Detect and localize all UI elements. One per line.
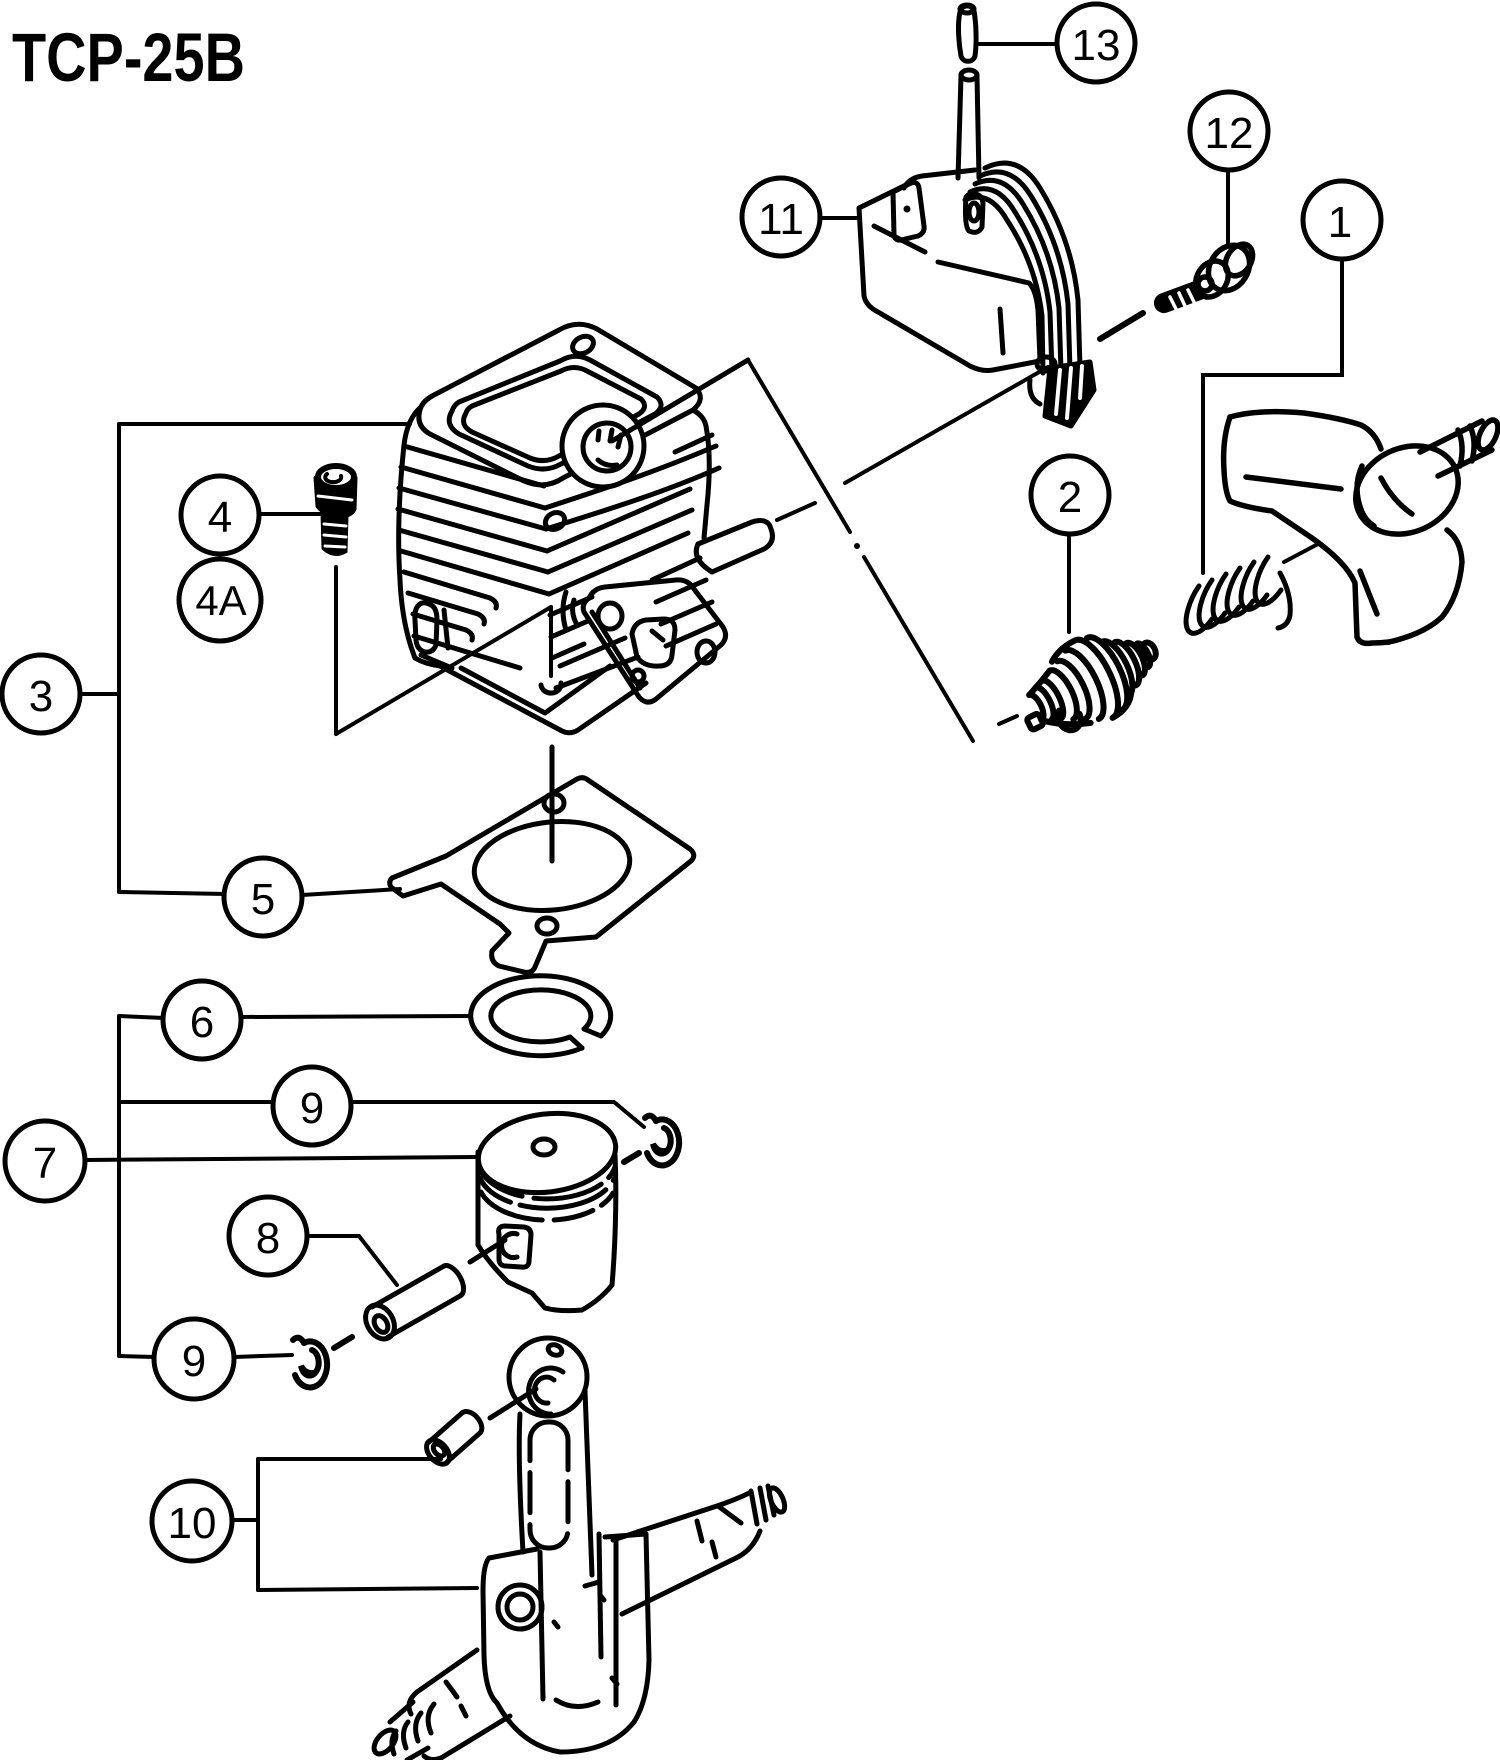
svg-text:11: 11 bbox=[758, 195, 804, 244]
svg-text:4: 4 bbox=[208, 493, 232, 542]
svg-text:2: 2 bbox=[1058, 473, 1082, 522]
svg-text:9: 9 bbox=[182, 1337, 206, 1386]
svg-text:3: 3 bbox=[29, 672, 53, 721]
svg-text:6: 6 bbox=[190, 998, 214, 1047]
svg-text:8: 8 bbox=[256, 1214, 280, 1263]
svg-text:TCP-25B: TCP-25B bbox=[12, 19, 245, 96]
svg-text:12: 12 bbox=[1205, 109, 1254, 158]
svg-text:1: 1 bbox=[1328, 198, 1352, 247]
svg-text:7: 7 bbox=[33, 1139, 57, 1188]
svg-text:4A: 4A bbox=[195, 577, 246, 624]
svg-text:5: 5 bbox=[251, 875, 275, 924]
svg-text:10: 10 bbox=[168, 1499, 217, 1548]
svg-text:9: 9 bbox=[300, 1084, 324, 1133]
svg-text:13: 13 bbox=[1072, 21, 1121, 70]
